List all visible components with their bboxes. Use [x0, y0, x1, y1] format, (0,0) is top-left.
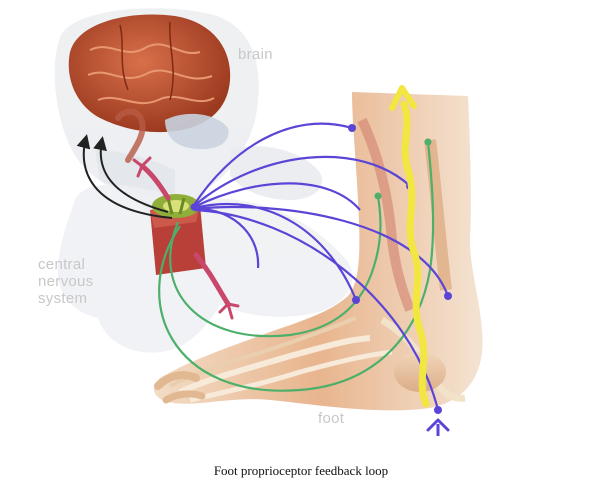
brain: [68, 14, 231, 163]
figure-caption: Foot proprioceptor feedback loop: [213, 463, 389, 478]
proprioception-diagram: brain central nervous system foot: [38, 8, 483, 436]
efferent-nerve-1: [193, 122, 353, 206]
afferent-end-1: [374, 192, 382, 200]
brain-pathway-2: [76, 134, 173, 219]
afferent-nerve-1: [169, 195, 382, 338]
afferent-nerve-2: [158, 141, 435, 392]
efferent-nerve-5: [193, 205, 450, 297]
afferent-end-2: [424, 138, 432, 146]
efferent-nerve-2: [193, 155, 411, 207]
afferent-nerves: [158, 138, 435, 392]
efferent-end-3: [352, 296, 360, 304]
efferent-end-1: [348, 124, 356, 132]
input-arrow: [426, 418, 450, 436]
brain-pathways: [76, 134, 173, 219]
brain-label: brain: [238, 46, 273, 63]
brain-pathway-1: [93, 136, 169, 213]
spinal-junction: [190, 203, 198, 211]
efferent-end-5: [434, 406, 442, 414]
efferent-nerve-3: [193, 182, 361, 211]
efferent-end-4: [444, 292, 452, 300]
efferent-nerves: [190, 122, 452, 414]
efferent-nerve-7: [193, 206, 260, 269]
central-nervous-system-label: central nervous system: [38, 256, 94, 307]
efferent-nerve-4: [193, 202, 358, 301]
signal-arrow: [389, 85, 430, 408]
diagram-svg: [54, 8, 483, 436]
foot-label: foot: [318, 410, 345, 427]
